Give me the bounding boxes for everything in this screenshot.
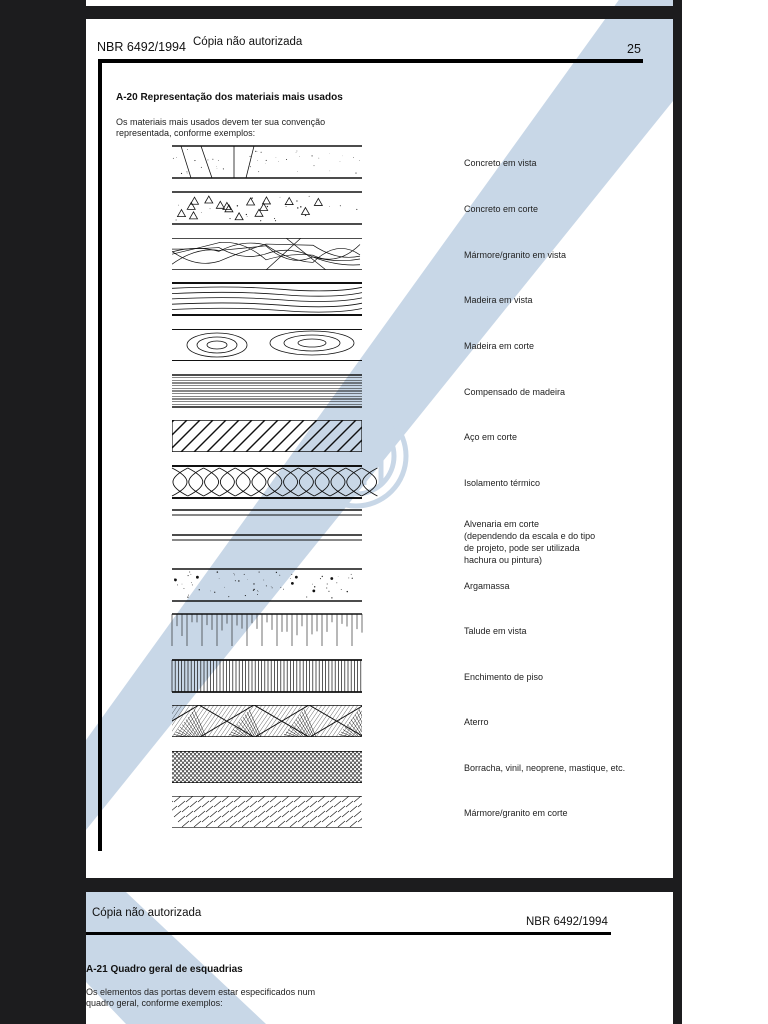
intro-line-2: quadro geral, conforme exemplos: (86, 998, 223, 1008)
section-title: A-21 Quadro geral de esquadrias (86, 964, 243, 975)
section-title: A-20 Representação dos materiais mais us… (116, 92, 343, 103)
material-label: Concreto em corte (464, 203, 538, 215)
pattern-insulation (171, 465, 378, 499)
pattern-wood-section (172, 329, 362, 361)
material-name: Compensado de madeira (464, 387, 566, 397)
intro-line-2: representada, conforme exemplos: (116, 128, 256, 138)
unauthorized-copy-notice: Cópia não autorizada (193, 36, 303, 48)
pattern-embankment (172, 705, 362, 737)
material-label: Enchimento de piso (464, 671, 543, 683)
material-name: Aço em corte (464, 432, 518, 442)
material-name: Mármore/granito em corte (464, 808, 568, 818)
pattern-rubber (172, 751, 362, 783)
material-patterns (171, 145, 378, 828)
material-label: Aço em corte (464, 431, 517, 443)
material-label: Madeira em corte (464, 340, 534, 352)
material-name: Madeira em corte (464, 341, 535, 351)
material-label: Isolamento térmico (464, 477, 540, 489)
material-name: Madeira em vista (464, 295, 533, 305)
material-label: Alvenaria em corte (dependendo da escala … (464, 518, 595, 566)
material-name: Talude em vista (464, 626, 527, 636)
material-name: Concreto em corte (464, 204, 539, 214)
left-margin-rule (98, 63, 102, 851)
pattern-plywood (172, 374, 362, 408)
material-name: Alvenaria em corte (464, 519, 540, 529)
pattern-steel-section (172, 420, 362, 452)
document-page-25: NBR 6492/1994 Cópia não autorizada 25 A-… (86, 0, 673, 878)
adjacent-page-edge (682, 0, 768, 1024)
material-note: de projeto, pode ser utilizada (464, 543, 580, 553)
material-name: Mármore/granito em vista (464, 250, 567, 260)
page-top-border (86, 6, 673, 19)
pattern-marble-view (172, 238, 362, 270)
material-label: Madeira em vista (464, 294, 533, 306)
material-label: Mármore/granito em vista (464, 249, 566, 261)
standard-code: NBR 6492/1994 (97, 40, 186, 54)
material-label: Talude em vista (464, 625, 527, 637)
header-rule (98, 59, 643, 63)
watermark-logo-icon (303, 403, 409, 509)
pattern-marble-section (172, 796, 362, 828)
watermark-diagonal-band (86, 892, 266, 1024)
document-page-26: Cópia não autorizada NBR 6492/1994 A-21 … (86, 892, 673, 1024)
material-label: Borracha, vinil, neoprene, mastique, etc… (464, 762, 625, 774)
watermark (86, 0, 673, 830)
pattern-floor-fill (171, 659, 362, 693)
material-name: Isolamento térmico (464, 478, 541, 488)
pattern-wood-view (171, 282, 363, 316)
watermark (86, 892, 266, 1024)
intro-line-1: Os materiais mais usados devem ter sua c… (116, 117, 326, 127)
material-name: Enchimento de piso (464, 672, 544, 682)
material-label: Aterro (464, 716, 489, 728)
material-note: (dependendo da escala e do tipo (464, 531, 596, 541)
material-name: Concreto em vista (464, 158, 537, 168)
material-note: hachura ou pintura) (464, 555, 543, 565)
header-rule (86, 932, 611, 935)
material-label: Compensado de madeira (464, 386, 565, 398)
standard-code: NBR 6492/1994 (526, 916, 608, 928)
unauthorized-copy-notice: Cópia não autorizada (92, 907, 202, 919)
watermark-diagonal-band (86, 0, 673, 830)
material-name: Borracha, vinil, neoprene, mastique, etc… (464, 763, 626, 773)
pattern-mortar (172, 568, 362, 602)
page-number: 25 (627, 42, 641, 56)
material-label: Mármore/granito em corte (464, 807, 568, 819)
pattern-concrete-section (172, 191, 362, 225)
pattern-slope (171, 613, 363, 646)
material-label: Argamassa (464, 580, 510, 592)
pattern-masonry (172, 509, 362, 541)
pattern-concrete-view (172, 145, 362, 179)
material-label: Concreto em vista (464, 157, 537, 169)
material-name: Aterro (464, 717, 489, 727)
intro-line-1: Os elementos das portas devem estar espe… (86, 987, 316, 997)
material-name: Argamassa (464, 581, 510, 591)
